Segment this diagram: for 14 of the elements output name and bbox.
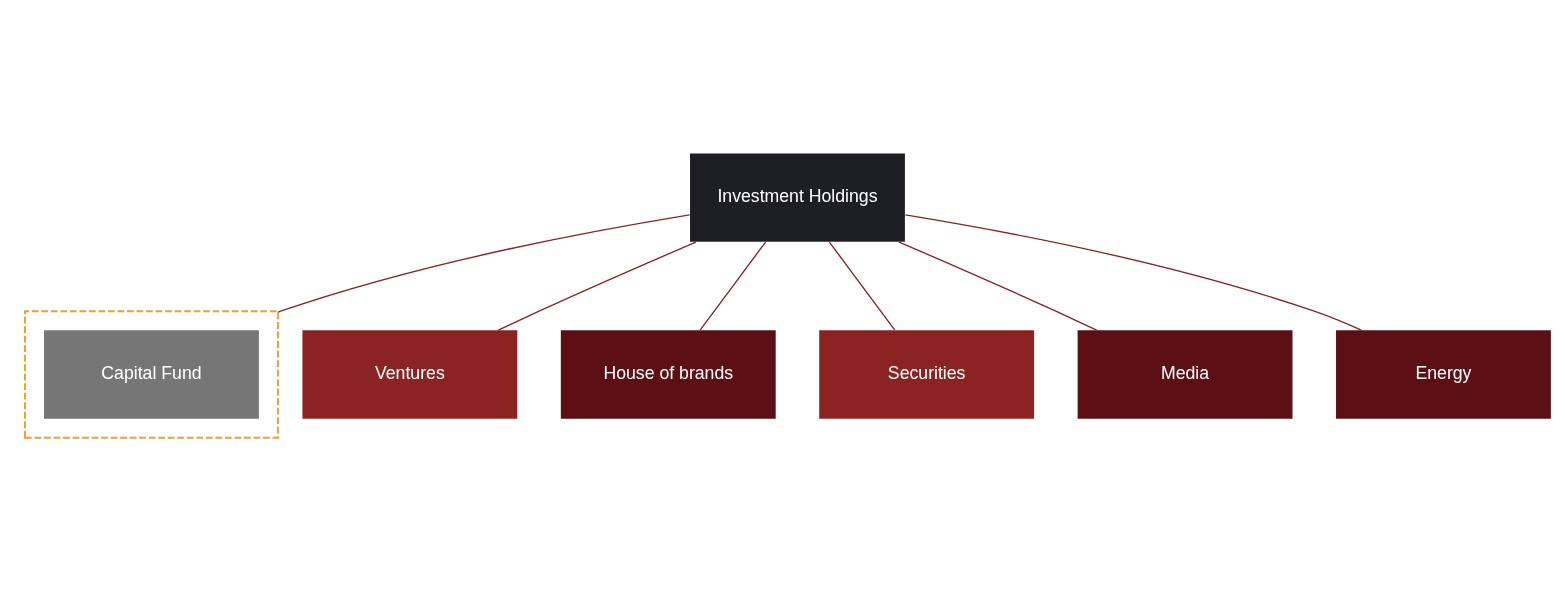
connector [699, 241, 767, 331]
node-box: Energy [1336, 330, 1551, 419]
connector [828, 241, 896, 331]
node-box: Ventures [302, 330, 518, 419]
connector [497, 241, 697, 331]
cluster [23, 310, 279, 439]
connector [277, 214, 691, 313]
connector [904, 214, 1362, 331]
node-box: Capital Fund [44, 330, 259, 419]
node-box: Securities [819, 330, 1035, 419]
node-box: Media [1077, 330, 1293, 419]
node-box: House of brands [560, 330, 776, 419]
connector [898, 241, 1098, 331]
node-box: Investment Holdings [690, 153, 905, 242]
